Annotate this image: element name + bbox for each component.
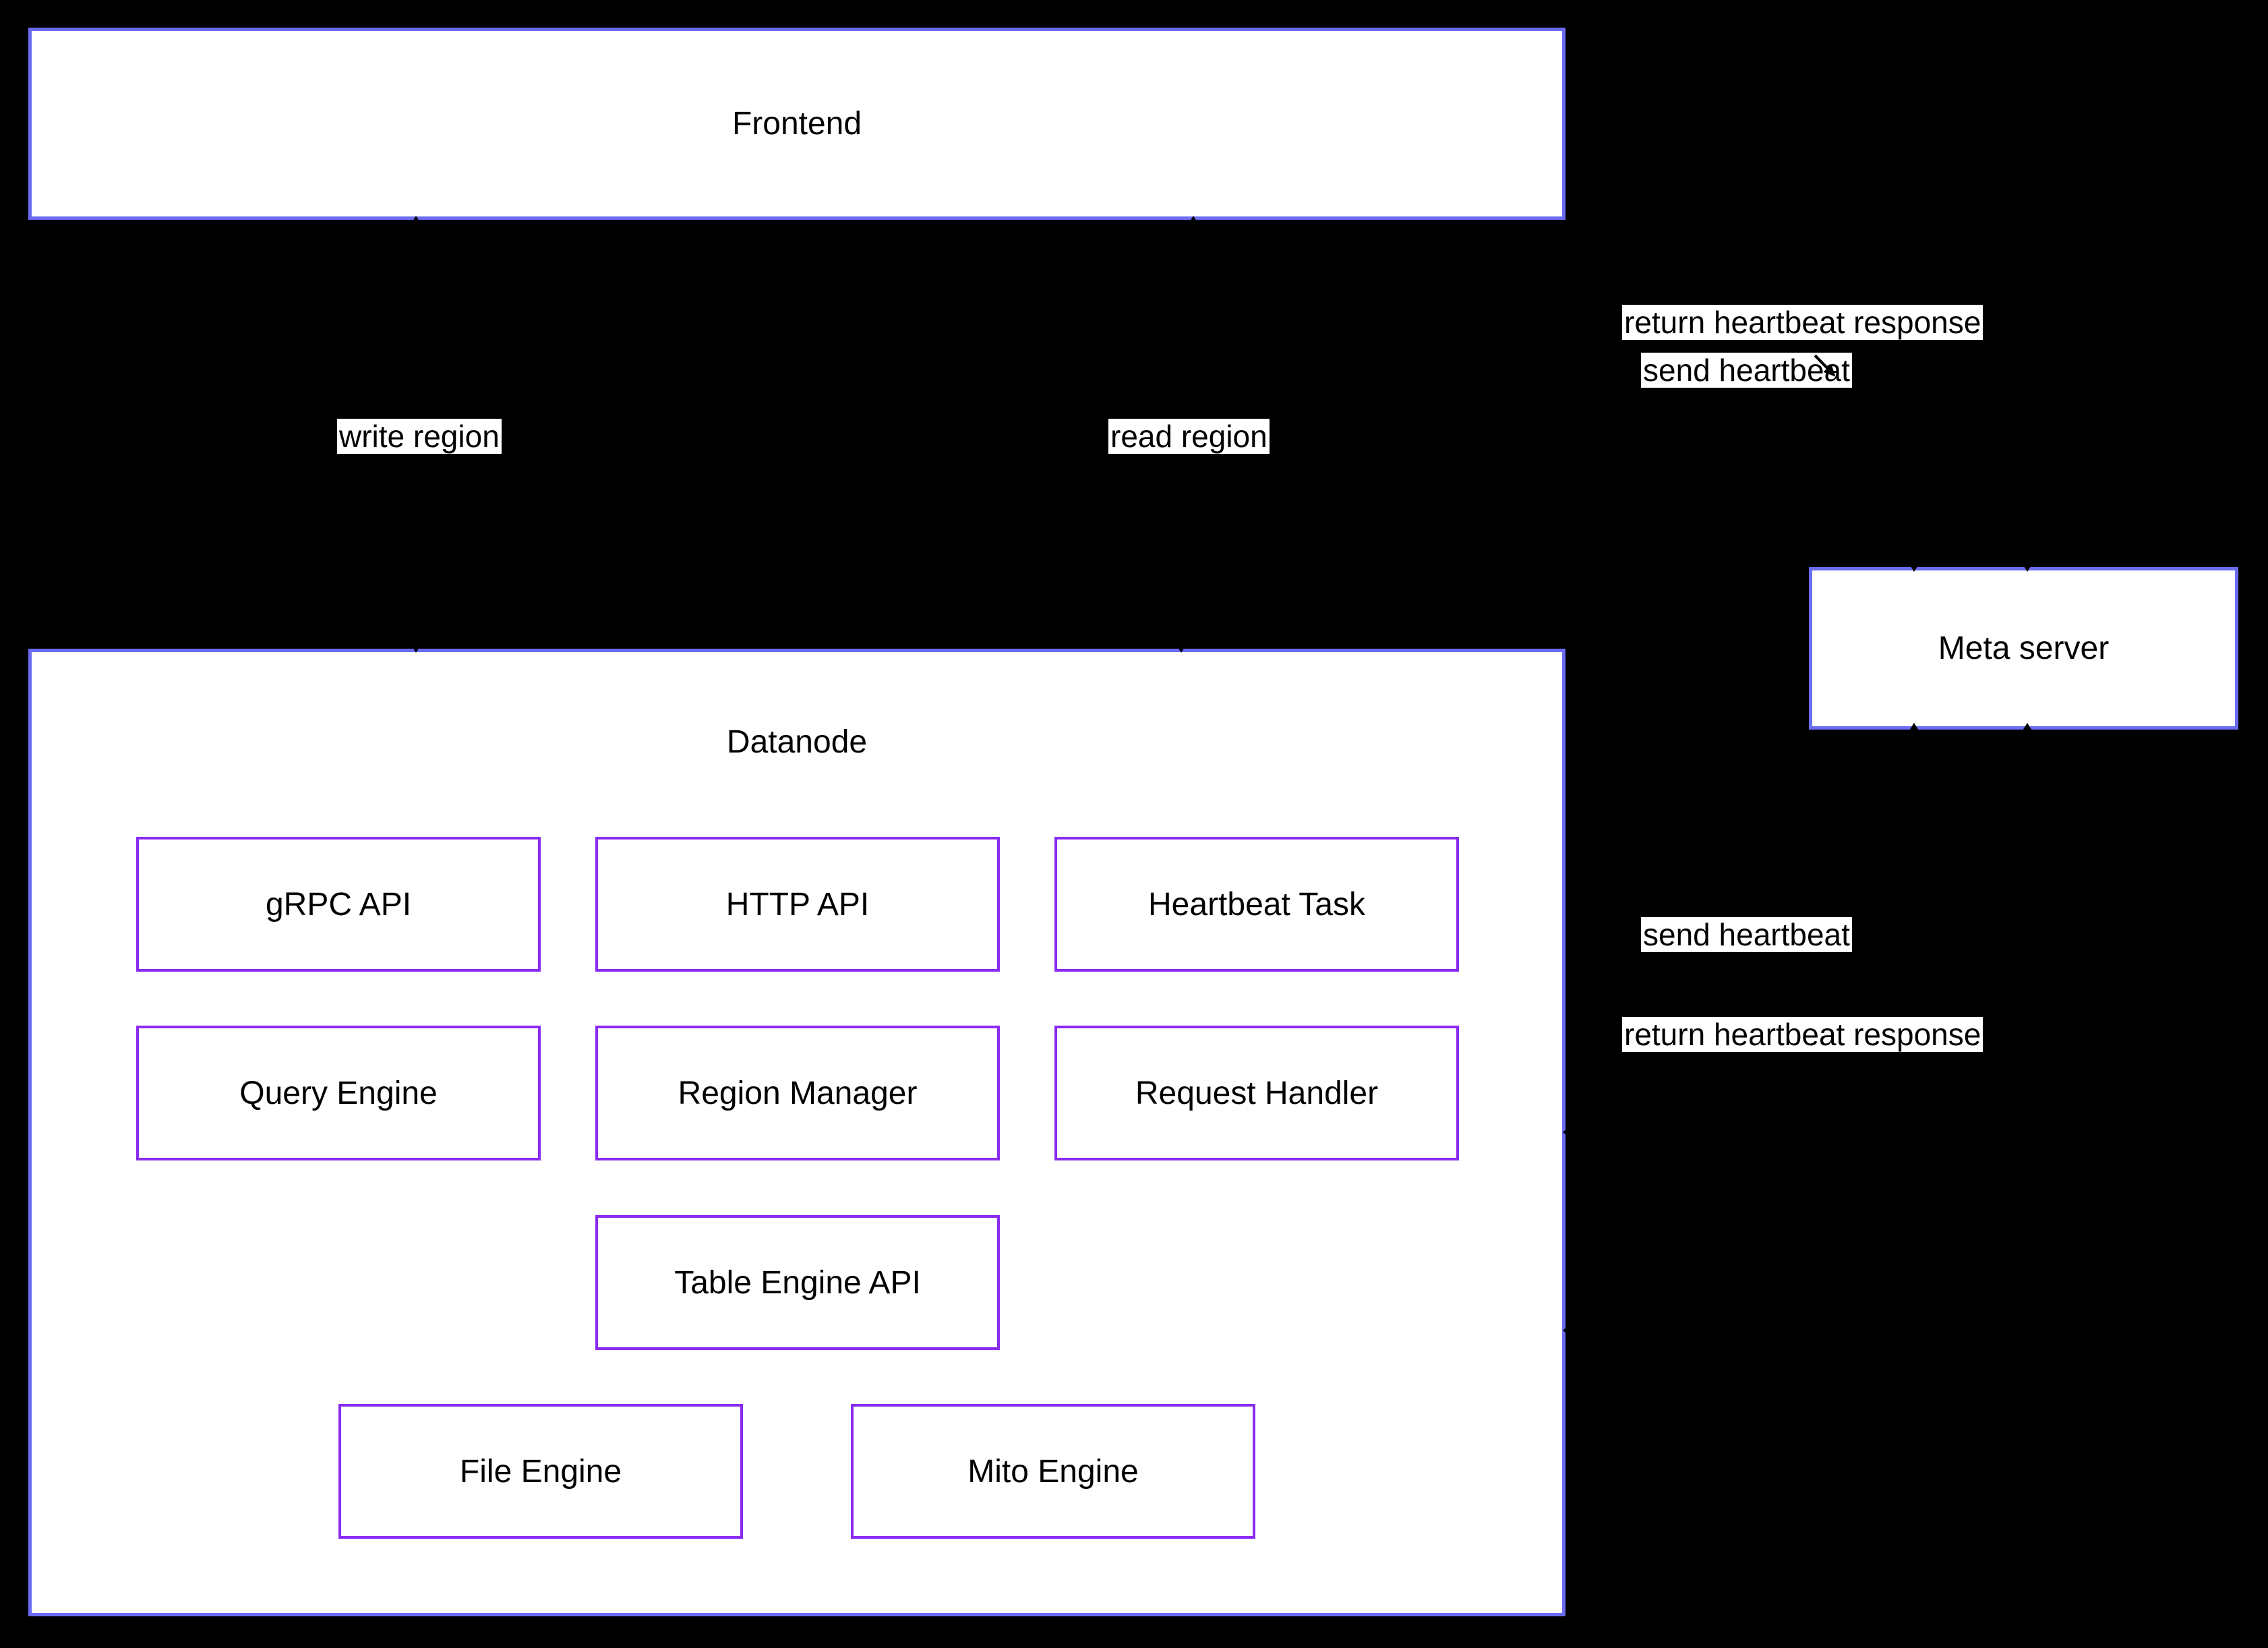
table-engine-api-node: Table Engine API	[595, 1215, 1000, 1350]
arrowhead-datanode-top-right	[1171, 637, 1191, 653]
heartbeat-task-node: Heartbeat Task	[1054, 837, 1459, 972]
arrowhead-meta-bottom-left	[1904, 723, 1924, 739]
frontend-node: Frontend	[28, 28, 1565, 220]
arrowhead-meta-top-right	[2017, 556, 2037, 572]
arrowhead-datanode-right-upper	[1563, 1121, 1576, 1144]
datanode-label: Datanode	[726, 724, 868, 760]
arrowhead-frontend-bottom-left	[406, 216, 426, 232]
meta-server-node: Meta server	[1809, 567, 2238, 730]
query-engine-node: Query Engine	[136, 1026, 541, 1160]
arrowhead-frontend-bottom-right	[1183, 216, 1203, 232]
arrowhead-datanode-top-left	[406, 637, 426, 653]
file-engine-node: File Engine	[338, 1404, 743, 1539]
edge-label-write-region: write region	[337, 419, 502, 454]
http-api-node: HTTP API	[595, 837, 1000, 972]
edge-label-send-heartbeat-top: send heartbeat	[1641, 353, 1852, 388]
region-manager-node: Region Manager	[595, 1026, 1000, 1160]
mito-engine-node: Mito Engine	[851, 1404, 1255, 1539]
meta-server-label: Meta server	[1938, 630, 2110, 666]
edge-label-send-heartbeat-bottom: send heartbeat	[1641, 917, 1852, 952]
arrowhead-meta-top-left	[1904, 556, 1924, 572]
request-handler-node: Request Handler	[1054, 1026, 1459, 1160]
grpc-api-node: gRPC API	[136, 837, 541, 972]
frontend-label: Frontend	[732, 106, 862, 142]
arrowhead-meta-bottom-right	[2017, 723, 2037, 739]
arrowhead-datanode-right-lower	[1563, 1319, 1576, 1342]
edge-label-return-heartbeat-bottom: return heartbeat response	[1622, 1017, 1983, 1052]
edge-label-read-region: read region	[1108, 419, 1270, 454]
edge-label-return-heartbeat-top: return heartbeat response	[1622, 305, 1983, 340]
